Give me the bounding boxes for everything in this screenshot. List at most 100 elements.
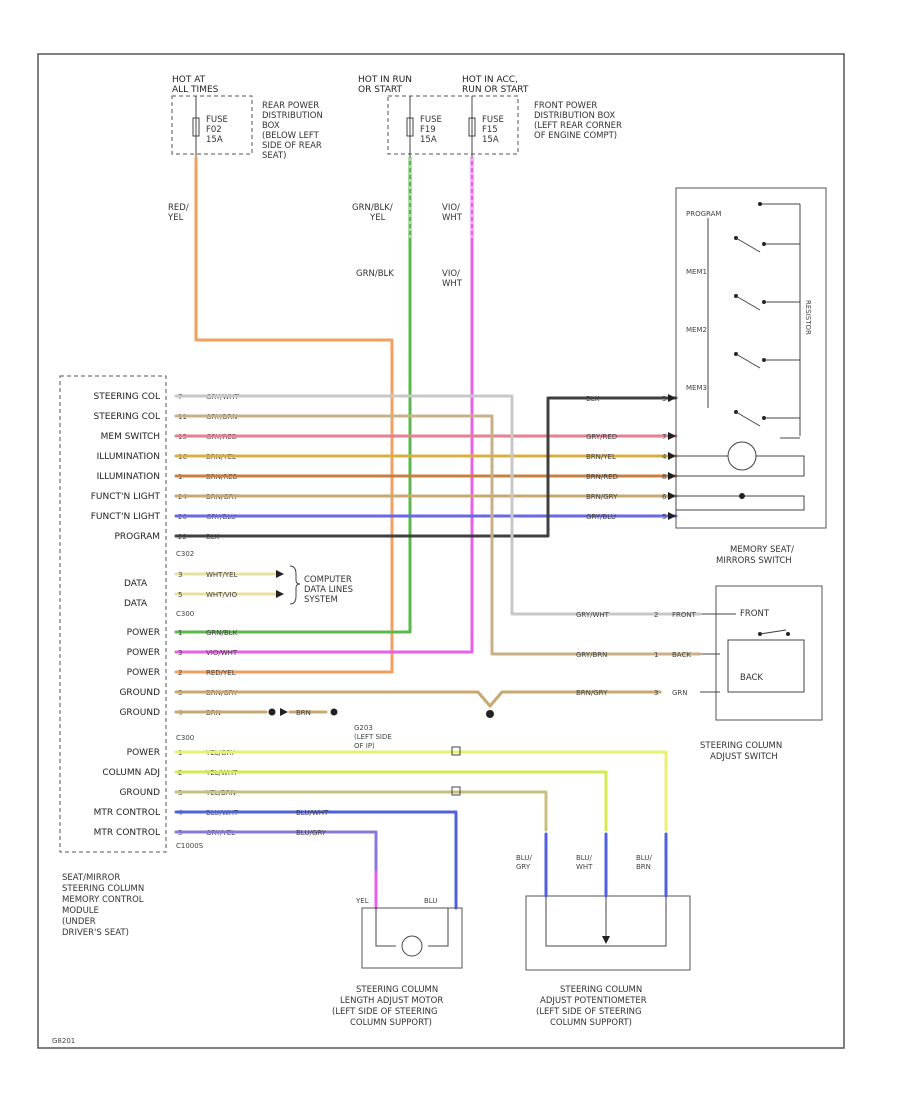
data-wire-2: WHT/VIO [206, 591, 238, 599]
motor-caption: STEERING COLUMN LENGTH ADJUST MOTOR (LEF… [332, 985, 446, 1028]
wire-yel-wht [174, 770, 608, 832]
adjust-potentiometer [525, 895, 691, 971]
front-power-box-label: FRONT POWER DISTRIBUTION BOX (LEFT REAR … [534, 101, 625, 141]
memory-switch-pin: 5 [662, 513, 666, 521]
col-pin-2: 1 [654, 651, 658, 659]
power-wire-name: VIO/WHT [206, 649, 238, 657]
memory-switch-button: MEM2 [686, 326, 707, 334]
lower-pin-label: MTR CONTROL [94, 808, 160, 818]
fuse-box-rear [171, 95, 253, 155]
column-switch-front: FRONT [740, 609, 770, 619]
fuse-box-front [387, 95, 519, 155]
wire-yel-brn [174, 790, 548, 832]
col-tag-2: BACK [672, 651, 691, 659]
wire-grn-blk [174, 156, 412, 634]
module-pin-label: ILLUMINATION [97, 472, 160, 482]
power-pin-number: 2 [178, 669, 182, 677]
memory-switch-wire: BRN/RED [586, 473, 618, 481]
connector-c300-b: C300 [176, 734, 194, 742]
motor-pin-1: YEL [355, 897, 369, 905]
pot-wire-3: BLU/BRN [636, 854, 652, 871]
lower-pin-label: COLUMN ADJ [102, 768, 160, 778]
power-pin-number: 3 [178, 649, 182, 657]
memory-switch-button: MEM3 [686, 384, 707, 392]
col-wire-2: GRY/BRN [576, 651, 607, 659]
vio-wht2-label: VIO/WHT [442, 269, 463, 289]
data-label-2: DATA [124, 599, 148, 609]
ground-brn-label: BRN [296, 709, 311, 717]
pot-wire-1: BLU/GRY [516, 854, 532, 871]
column-switch-back: BACK [740, 673, 763, 683]
col-tag-3: GRN [672, 689, 688, 697]
module-pin-label: STEERING COL [94, 412, 160, 422]
memory-switch-wire: GRY/RED [586, 433, 617, 441]
module-pin-label: FUNCT'N LIGHT [91, 512, 161, 522]
pot-wire-2: BLU/WHT [576, 854, 593, 871]
power-pin-label: POWER [127, 628, 160, 638]
data-lines: DATA DATA 3 5 WHT/YEL WHT/VIO COMPUTER D… [124, 565, 356, 609]
data-pin-1: 3 [178, 571, 182, 579]
diagram-frame [37, 53, 845, 1049]
power-pin-label: POWER [127, 668, 160, 678]
memory-switch-pin: 8 [662, 473, 666, 481]
memory-switch-pin: 4 [662, 453, 667, 461]
rear-power-box-label: REAR POWER DISTRIBUTION BOX (BELOW LEFT … [262, 101, 326, 161]
power-pin-label: GROUND [119, 688, 160, 698]
lower-pin-label: POWER [127, 748, 160, 758]
wire-gry-brn-col [174, 414, 702, 656]
ground-node-label: G203 (LEFT SIDE OF IP) [354, 724, 394, 750]
power-wire-name: RED/YEL [206, 669, 236, 677]
hot-acc-run-start: HOT IN ACC,RUN OR START [462, 75, 529, 95]
col-wire-3: BRN/GRY [576, 689, 608, 697]
footer-code: G8201 [52, 1037, 75, 1045]
data-wire-1: WHT/YEL [206, 571, 238, 579]
column-switch-title: STEERING COLUMN ADJUST SWITCH [700, 741, 785, 762]
lower-wire-right-2: BLU/GRY [296, 829, 327, 837]
memory-switch-button: MEM1 [686, 268, 707, 276]
power-pin-label: GROUND [119, 708, 160, 718]
memory-switch-pin: 7 [662, 433, 666, 441]
memory-switch-wire: BRN/GRY [586, 493, 618, 501]
memory-switch-box [675, 187, 827, 529]
wire-vio-wht [174, 156, 474, 654]
module-pin-label: FUNCT'N LIGHT [91, 492, 161, 502]
memory-switch-title: MEMORY SEAT/ MIRRORS SWITCH [716, 545, 797, 566]
module-wire [174, 396, 678, 538]
data-label-1: DATA [124, 579, 148, 589]
module-wires [174, 396, 678, 538]
lower-wire-right-1: BLU/WHT [296, 809, 329, 817]
length-adjust-motor [361, 907, 463, 969]
module-pin-label: MEM SWITCH [101, 432, 160, 442]
computer-data-lines-label: COMPUTER DATA LINES SYSTEM [304, 575, 356, 605]
motor-pin-2: BLU [424, 897, 437, 905]
memory-switch-pin: 3 [662, 395, 666, 403]
module-pin-label: PROGRAM [114, 532, 160, 542]
memory-switch-wire: GRY/BLU [586, 513, 616, 521]
memory-switch-wire: BRN/YEL [586, 453, 616, 461]
connector-c1000s: C1000S [176, 842, 204, 850]
module-pin-label: ILLUMINATION [97, 452, 160, 462]
memory-switch-wire: BLK [586, 395, 600, 403]
module-pin-label: STEERING COL [94, 392, 160, 402]
data-pin-2: 5 [178, 591, 182, 599]
power-pin-number: 1 [178, 629, 182, 637]
power-pin-label: POWER [127, 648, 160, 658]
vio-wht-label: VIO/WHT [442, 203, 463, 223]
memory-switch-button: PROGRAM [686, 210, 721, 218]
lower-pin-label: MTR CONTROL [94, 828, 160, 838]
grn-blk-yel-label: GRN/BLK/YEL [352, 203, 393, 223]
wire-gry-wht-col [174, 394, 702, 616]
memory-control-module [59, 375, 167, 853]
col-pin-3: 3 [654, 689, 658, 697]
lower-pin-label: GROUND [119, 788, 160, 798]
col-tag-1: FRONT [672, 611, 697, 619]
column-switch-box [715, 585, 823, 721]
connector-c300-a: C300 [176, 610, 194, 618]
memory-switch-pin: 6 [662, 493, 667, 501]
